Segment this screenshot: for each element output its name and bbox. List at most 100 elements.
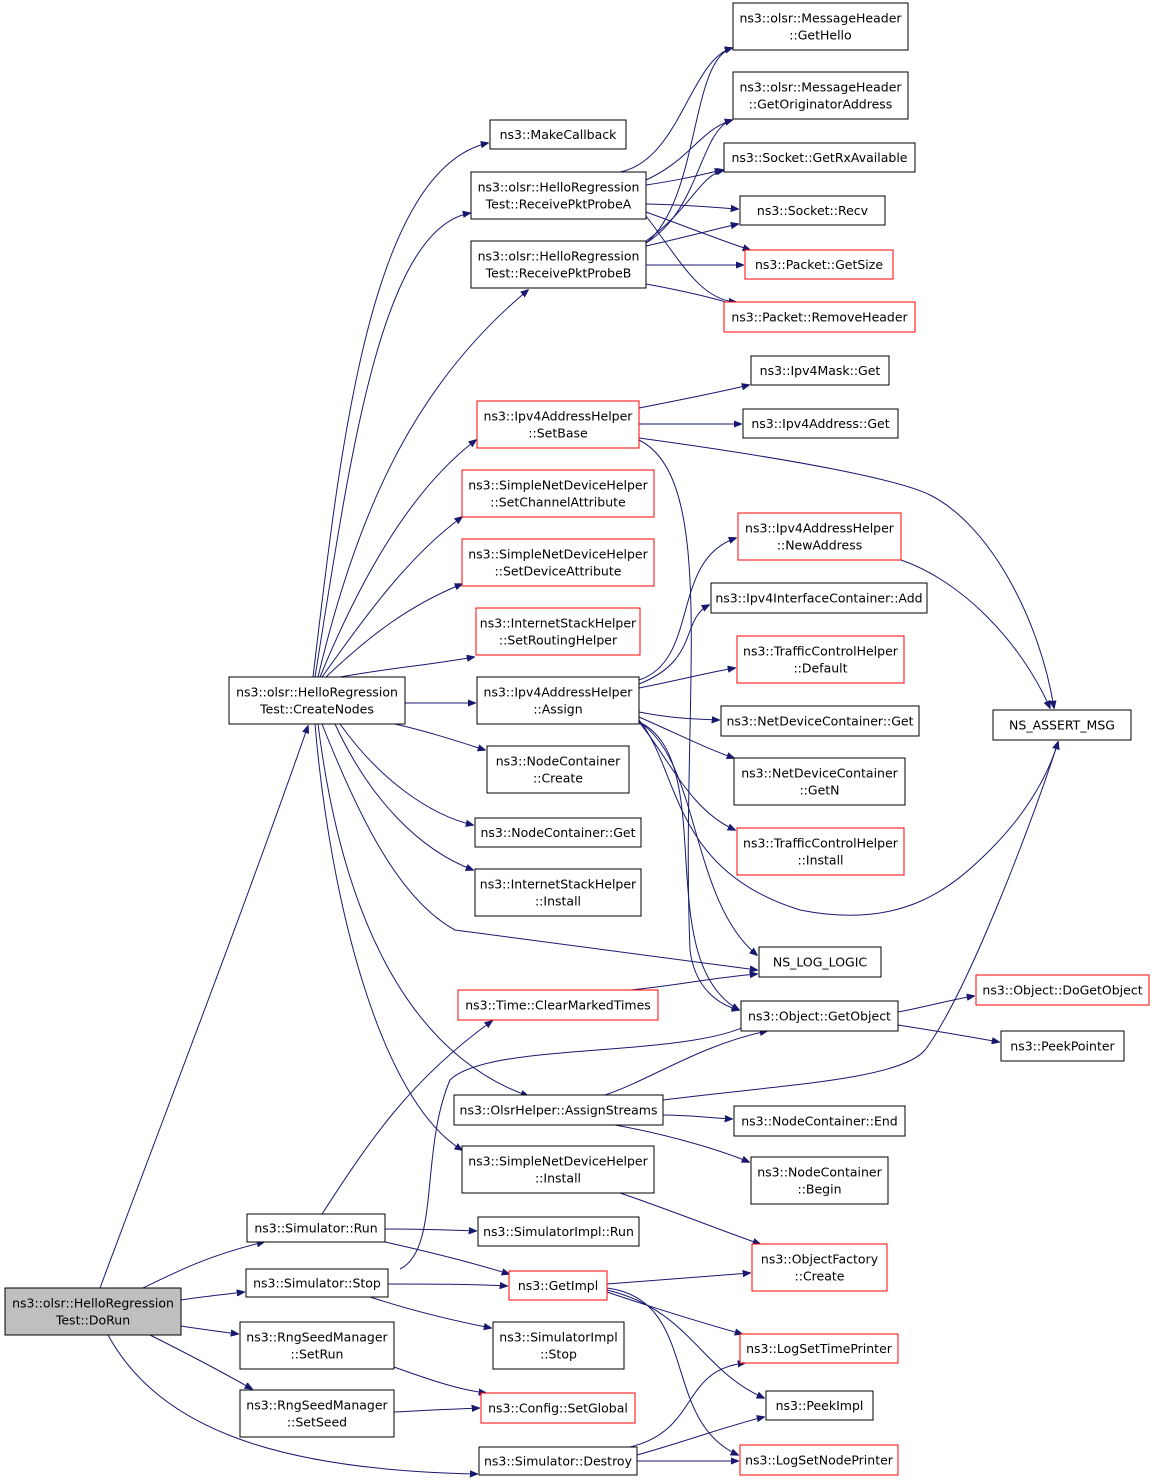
node-simdestroy[interactable]: ns3::Simulator::Destroy [478, 1446, 638, 1476]
node-ndcgetn[interactable]: ns3::NetDeviceContainer::GetN [733, 757, 906, 806]
node-label: ns3::olsr::MessageHeader [739, 11, 902, 26]
node-box [739, 195, 886, 226]
node-label: ns3::SimpleNetDeviceHelper [468, 478, 648, 493]
node-label: ns3::TrafficControlHelper [743, 644, 899, 659]
node-box [736, 827, 905, 876]
edge-getimpl-to-logsettime [606, 1291, 742, 1334]
node-ncend[interactable]: ns3::NodeContainer::End [733, 1105, 906, 1137]
edge-setseed-to-setglobal [393, 1408, 479, 1413]
node-getorig[interactable]: ns3::olsr::MessageHeader::GetOriginatorA… [732, 71, 909, 120]
edge-createnodes-to-setrouting [339, 657, 474, 678]
node-maskget[interactable]: ns3::Ipv4Mask::Get [750, 355, 890, 386]
edge-createnodes-to-probeb [317, 290, 528, 678]
node-probea[interactable]: ns3::olsr::HelloRegressionTest::ReceiveP… [470, 171, 647, 220]
edge-assign-to-newaddr [638, 538, 736, 681]
edge-assign-to-getobject [638, 721, 739, 1010]
node-sndhinstall[interactable]: ns3::SimpleNetDeviceHelper::Install [461, 1145, 655, 1194]
node-box [470, 171, 647, 220]
node-getsize[interactable]: ns3::Packet::GetSize [744, 249, 894, 280]
node-getimpl[interactable]: ns3::GetImpl [508, 1270, 608, 1301]
node-label: ns3::TrafficControlHelper [743, 836, 899, 851]
node-label: NS_LOG_LOGIC [773, 955, 868, 970]
node-newaddr[interactable]: ns3::Ipv4AddressHelper::NewAddress [737, 512, 902, 561]
node-assign[interactable]: ns3::Ipv4AddressHelper::Assign [476, 676, 640, 725]
edge-dorun-to-setrun [180, 1325, 238, 1334]
node-logsettime[interactable]: ns3::LogSetTimePrinter [739, 1333, 899, 1364]
node-nsassert[interactable]: NS_ASSERT_MSG [992, 709, 1132, 741]
node-tcinstall[interactable]: ns3::TrafficControlHelper::Install [736, 827, 905, 876]
node-box [489, 119, 627, 150]
node-makecallback[interactable]: ns3::MakeCallback [489, 119, 627, 150]
node-tcdefault[interactable]: ns3::TrafficControlHelper::Default [736, 635, 905, 684]
node-ifcadd[interactable]: ns3::Ipv4InterfaceContainer::Add [710, 582, 928, 614]
node-clearmarked[interactable]: ns3::Time::ClearMarkedTimes [457, 989, 659, 1021]
edge-probeb-to-recv [645, 224, 738, 247]
node-getobject[interactable]: ns3::Object::GetObject [740, 1000, 899, 1032]
node-setbase[interactable]: ns3::Ipv4AddressHelper::SetBase [476, 400, 640, 449]
node-label: ns3::PeekImpl [776, 1398, 864, 1413]
node-box [739, 1444, 899, 1476]
node-probeb[interactable]: ns3::olsr::HelloRegressionTest::ReceiveP… [470, 240, 647, 289]
node-setchanattr[interactable]: ns3::SimpleNetDeviceHelper::SetChannelAt… [461, 469, 655, 518]
edge-setrun-to-setglobal [393, 1366, 486, 1393]
node-gethello[interactable]: ns3::olsr::MessageHeader::GetHello [732, 2, 909, 51]
node-box [739, 1333, 899, 1364]
node-nslog[interactable]: NS_LOG_LOGIC [758, 946, 882, 978]
node-simimplrun[interactable]: ns3::SimulatorImpl::Run [477, 1216, 640, 1247]
node-box [245, 1268, 389, 1298]
node-ncbegin[interactable]: ns3::NodeContainer::Begin [750, 1156, 889, 1205]
node-label: Test::DoRun [55, 1313, 130, 1328]
node-label: ::SetDeviceAttribute [495, 564, 622, 579]
node-nccreate[interactable]: ns3::NodeContainer::Create [486, 745, 630, 794]
node-box [477, 1216, 640, 1247]
node-box [228, 676, 406, 725]
edge-getimpl-to-ofcreate [606, 1273, 750, 1285]
node-label: ::Assign [533, 702, 582, 717]
node-setrun[interactable]: ns3::RngSeedManager::SetRun [239, 1321, 395, 1370]
node-dogetobject[interactable]: ns3::Object::DoGetObject [975, 974, 1150, 1006]
node-setglobal[interactable]: ns3::Config::SetGlobal [480, 1392, 636, 1424]
node-setdevattr[interactable]: ns3::SimpleNetDeviceHelper::SetDeviceAtt… [461, 538, 655, 587]
node-label: ns3::SimulatorImpl [499, 1330, 617, 1345]
node-label: ns3::SimpleNetDeviceHelper [468, 1154, 648, 1169]
edge-getobject-to-dogetobject [897, 996, 974, 1013]
node-label: ::SetBase [528, 426, 588, 441]
node-box [750, 355, 890, 386]
edge-assign-to-ndcgetn [638, 716, 734, 758]
node-createnodes[interactable]: ns3::olsr::HelloRegressionTest::CreateNo… [228, 676, 406, 725]
node-label: ::SetRoutingHelper [499, 633, 618, 648]
edge-probeb-to-removeheader [645, 283, 736, 305]
node-recv[interactable]: ns3::Socket::Recv [739, 195, 886, 226]
node-box [744, 249, 894, 280]
node-setrouting[interactable]: ns3::InternetStackHelper::SetRoutingHelp… [475, 607, 641, 656]
node-peekimpl[interactable]: ns3::PeekImpl [765, 1390, 874, 1421]
node-label: ns3::NodeContainer::End [741, 1114, 897, 1129]
node-ndcget[interactable]: ns3::NetDeviceContainer::Get [720, 705, 920, 737]
node-ishinstall[interactable]: ns3::InternetStackHelper::Install [474, 868, 642, 917]
node-logsetnode[interactable]: ns3::LogSetNodePrinter [739, 1444, 899, 1476]
edge-assignstreams-to-getobject [604, 1031, 767, 1096]
edge-newaddr-to-nsassert [900, 559, 1050, 708]
node-box [751, 1243, 888, 1292]
node-label: ::Install [535, 1171, 581, 1186]
node-box [720, 705, 920, 737]
node-simimplstop[interactable]: ns3::SimulatorImpl::Stop [492, 1321, 625, 1370]
node-ofcreate[interactable]: ns3::ObjectFactory::Create [751, 1243, 888, 1292]
edge-dorun-to-createnodes [99, 726, 308, 1289]
node-label: ns3::LogSetTimePrinter [746, 1341, 893, 1356]
node-simrun[interactable]: ns3::Simulator::Run [246, 1213, 386, 1243]
node-removeheader[interactable]: ns3::Packet::RemoveHeader [723, 301, 916, 333]
node-getrxavail[interactable]: ns3::Socket::GetRxAvailable [723, 142, 916, 173]
node-addrget[interactable]: ns3::Ipv4Address::Get [742, 408, 899, 439]
node-box [486, 745, 630, 794]
node-assignstreams[interactable]: ns3::OlsrHelper::AssignStreams [453, 1094, 664, 1126]
node-setseed[interactable]: ns3::RngSeedManager::SetSeed [239, 1389, 395, 1438]
node-box [474, 817, 642, 848]
node-ncget[interactable]: ns3::NodeContainer::Get [474, 817, 642, 848]
node-peekpointer[interactable]: ns3::PeekPointer [1000, 1030, 1125, 1062]
edge-setbase-to-maskget [638, 385, 749, 409]
edge-getimpl-to-logsetnode [606, 1287, 738, 1455]
edge-simdestroy-to-peekimpl [636, 1417, 764, 1456]
node-simstop[interactable]: ns3::Simulator::Stop [245, 1268, 389, 1298]
